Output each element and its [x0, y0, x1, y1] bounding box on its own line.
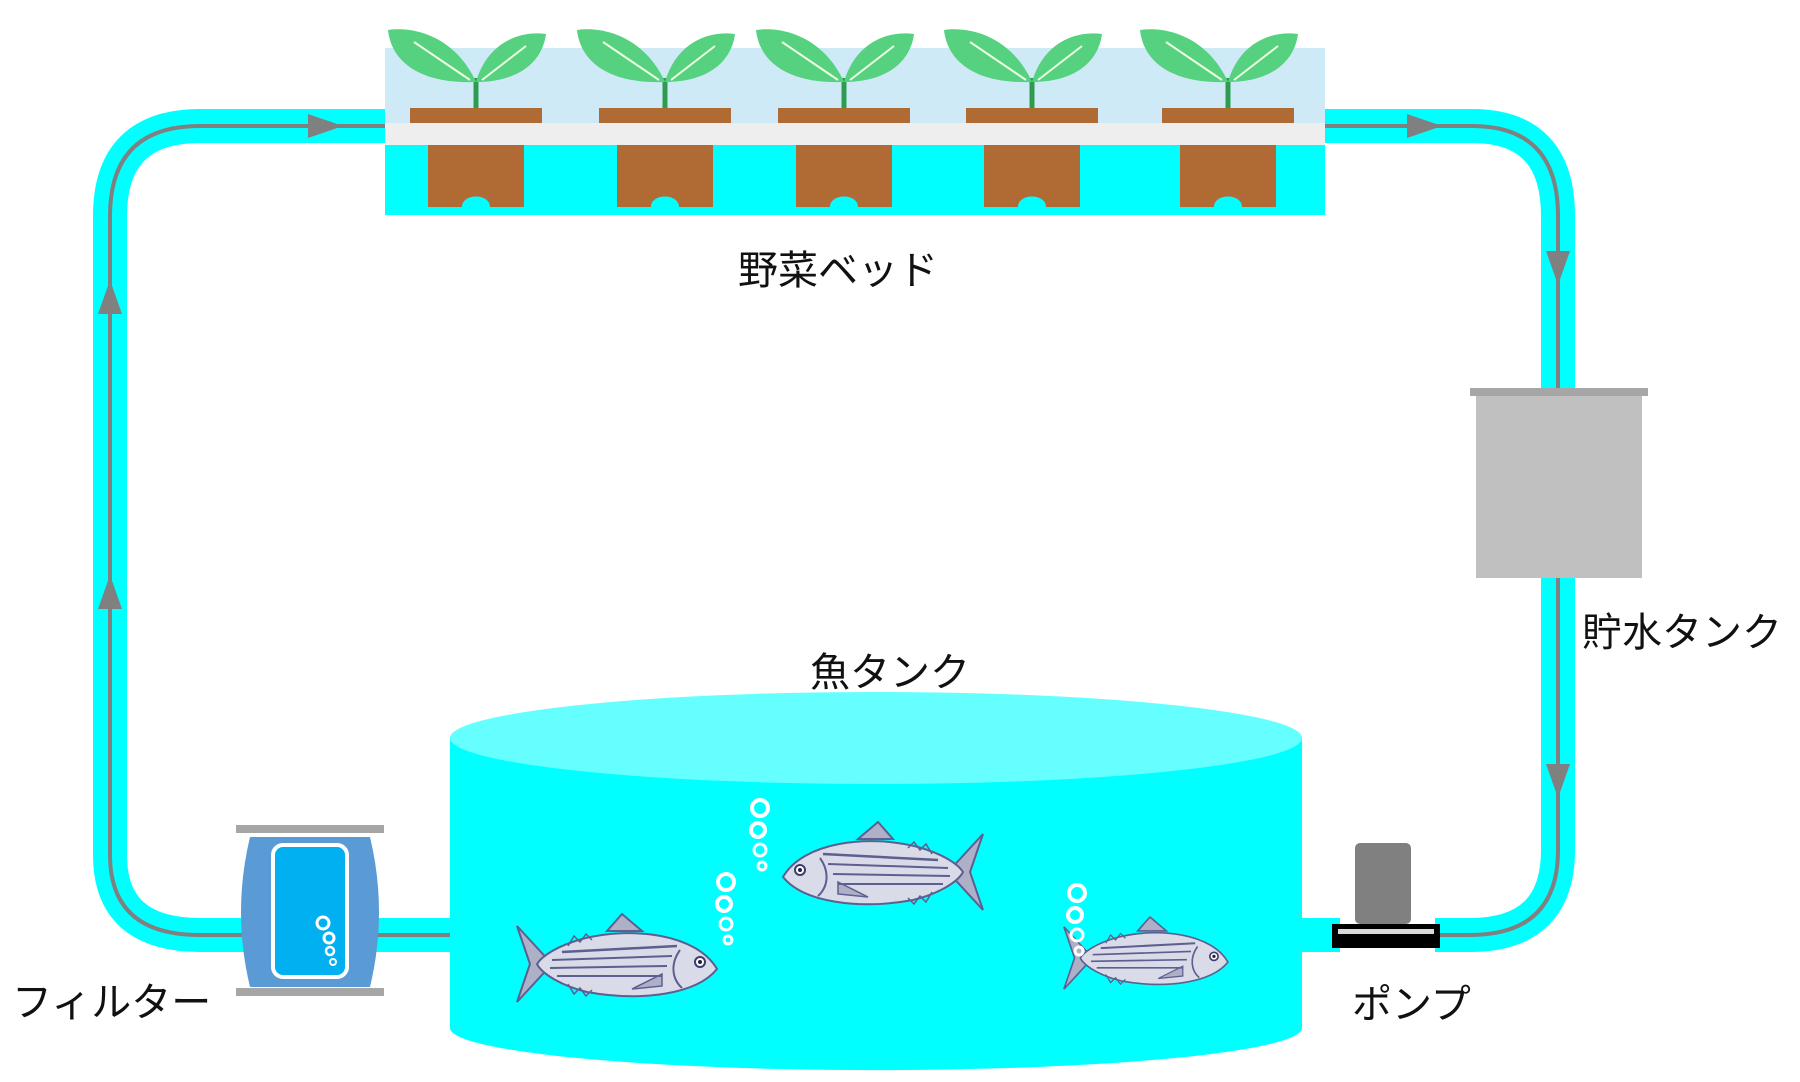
- pump-label: ポンプ: [1352, 982, 1471, 1028]
- filter-label: フィルター: [12, 980, 212, 1026]
- reservoir-tank: [1470, 388, 1648, 578]
- vegetable-bed: [385, 29, 1325, 215]
- flow-line: [108, 124, 1560, 937]
- reservoir-tank-label: 貯水タンク: [1582, 610, 1782, 656]
- fish-tank-label: 魚タンク: [810, 650, 970, 696]
- filter: [236, 825, 384, 996]
- vegetable-bed-label: 野菜ベッド: [738, 248, 938, 294]
- flow-arrow-icon: [98, 114, 1570, 798]
- pump: [1332, 843, 1440, 948]
